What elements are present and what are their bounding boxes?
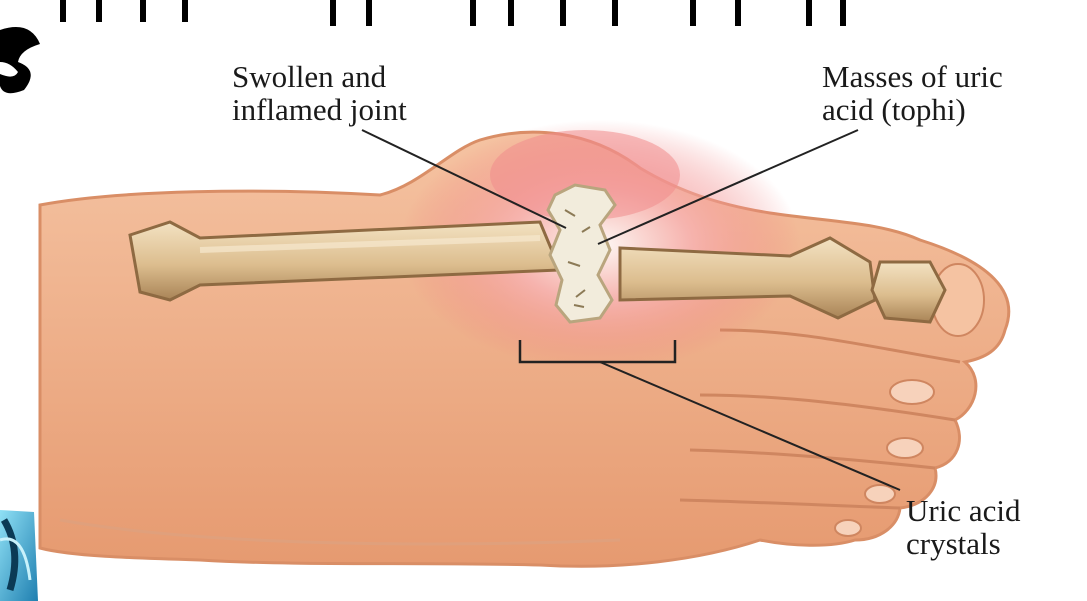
tophi-deposit [548, 185, 615, 322]
distal-phalanx-bone [872, 262, 945, 322]
crystals-label-line-2: crystals [906, 527, 1020, 560]
slide-corner-decoration [0, 510, 38, 601]
tophi-label-line-2: acid (tophi) [822, 93, 1003, 126]
swollen-joint-label-line-2: inflamed joint [232, 93, 407, 126]
tophi-label-line-1: Masses of uric [822, 60, 1003, 93]
swollen-joint-label: Swollen and inflamed joint [232, 60, 407, 126]
tophi-label: Masses of uric acid (tophi) [822, 60, 1003, 126]
slide-heading-fragment [0, 0, 846, 93]
uric-acid-crystals-label: Uric acid crystals [906, 494, 1020, 560]
swollen-joint-label-line-1: Swollen and [232, 60, 407, 93]
crystals-label-line-1: Uric acid [906, 494, 1020, 527]
